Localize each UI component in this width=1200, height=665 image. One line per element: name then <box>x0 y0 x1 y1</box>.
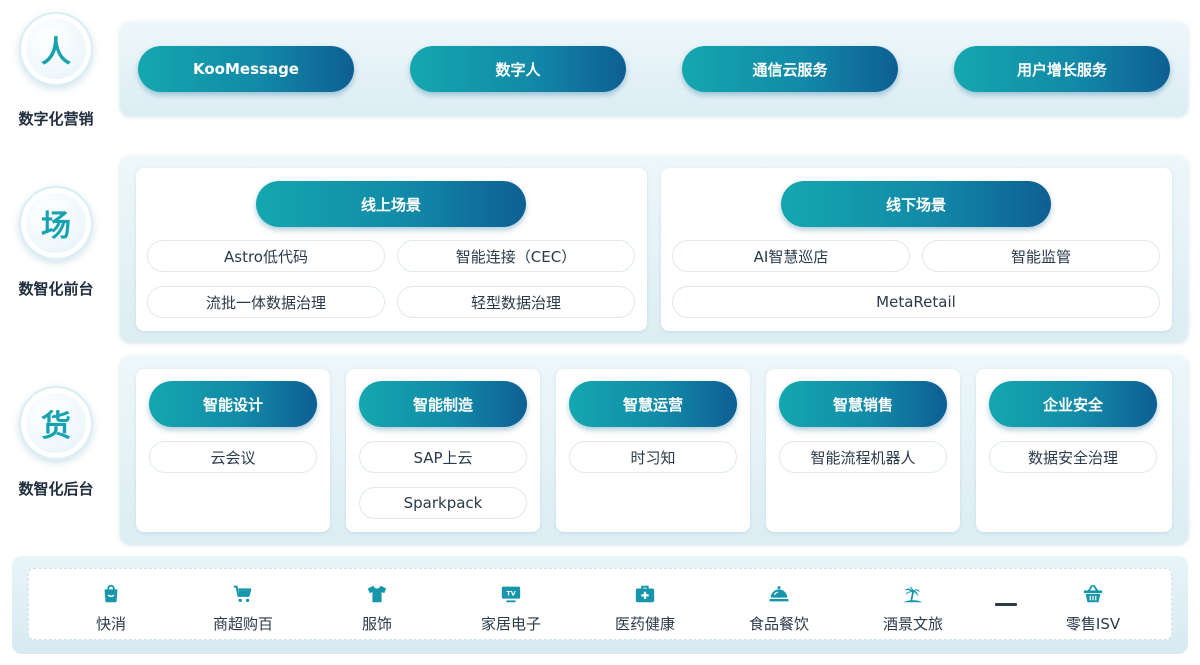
marketing-button[interactable]: 用户增长服务 <box>954 46 1170 92</box>
industries-panel: 快消 商超购百 服饰 TV 家居电子 医药健康 <box>12 556 1188 654</box>
backend-column: 智慧运营 时习知 <box>556 369 750 532</box>
backend-column: 企业安全 数据安全治理 <box>976 369 1172 532</box>
backend-column: 智能设计 云会议 <box>136 369 330 532</box>
industry-item[interactable]: 食品餐饮 <box>719 581 839 634</box>
online-chip[interactable]: 轻型数据治理 <box>397 286 635 318</box>
food-cloche-icon <box>719 581 839 607</box>
category-label: 数字化营销 <box>18 110 94 128</box>
backend-panel: 智能设计 云会议 智能制造 SAP上云 Sparkpack 智慧运营 时习知 智… <box>120 356 1188 544</box>
category-char: 场 <box>41 209 71 244</box>
svg-text:TV: TV <box>506 589 515 597</box>
category-label: 数智化后台 <box>18 480 94 498</box>
backend-title[interactable]: 企业安全 <box>989 381 1157 427</box>
backend-title[interactable]: 智慧销售 <box>779 381 947 427</box>
medical-kit-icon <box>585 581 705 607</box>
category-circle: 货 <box>19 386 93 460</box>
shopping-bag-icon <box>51 581 171 607</box>
category-label: 数智化前台 <box>18 280 94 298</box>
basket-icon <box>1033 581 1153 607</box>
backend-column: 智能制造 SAP上云 Sparkpack <box>346 369 540 532</box>
industry-item[interactable]: 商超购百 <box>183 581 303 634</box>
industry-label: 家居电子 <box>480 615 541 633</box>
online-chip[interactable]: 智能连接（CEC） <box>397 240 635 272</box>
tshirt-icon <box>317 581 437 607</box>
online-scene-title[interactable]: 线上场景 <box>256 181 526 227</box>
category-char: 货 <box>41 409 71 444</box>
offline-chip[interactable]: 智能监管 <box>922 240 1160 272</box>
marketing-panel: KooMessage 数字人 通信云服务 用户增长服务 <box>120 22 1188 116</box>
industry-item[interactable]: 服饰 <box>317 581 437 634</box>
offline-chip[interactable]: MetaRetail <box>672 286 1160 318</box>
backend-title[interactable]: 智能设计 <box>149 381 317 427</box>
industry-label: 酒景文旅 <box>882 615 943 633</box>
category-people: 人 数字化营销 <box>10 12 102 129</box>
online-chip[interactable]: Astro低代码 <box>147 240 385 272</box>
industry-item[interactable]: TV 家居电子 <box>451 581 571 634</box>
backend-title[interactable]: 智慧运营 <box>569 381 737 427</box>
offline-chip[interactable]: AI智慧巡店 <box>672 240 910 272</box>
category-scene: 场 数智化前台 <box>10 186 102 299</box>
industry-label: 零售ISV <box>1065 615 1121 633</box>
industry-item[interactable]: 零售ISV <box>1033 581 1153 634</box>
industry-item[interactable]: 酒景文旅 <box>853 581 973 634</box>
industry-label: 快消 <box>95 615 126 633</box>
frontend-panel: 线上场景 Astro低代码 智能连接（CEC） 流批一体数据治理 轻型数据治理 … <box>120 156 1188 342</box>
marketing-button[interactable]: 数字人 <box>410 46 626 92</box>
online-scene-card: 线上场景 Astro低代码 智能连接（CEC） 流批一体数据治理 轻型数据治理 <box>136 168 647 331</box>
backend-column: 智慧销售 智能流程机器人 <box>766 369 960 532</box>
category-char: 人 <box>41 35 71 70</box>
category-circle: 场 <box>19 186 93 260</box>
industry-label: 商超购百 <box>212 615 273 633</box>
backend-chip[interactable]: 智能流程机器人 <box>779 441 947 473</box>
shopping-cart-icon <box>183 581 303 607</box>
category-goods: 货 数智化后台 <box>10 386 102 499</box>
separator-dash <box>995 603 1017 606</box>
industry-label: 医药健康 <box>614 615 675 633</box>
offline-scene-card: 线下场景 AI智慧巡店 智能监管 MetaRetail <box>661 168 1172 331</box>
industries-strip: 快消 商超购百 服饰 TV 家居电子 医药健康 <box>28 568 1172 640</box>
backend-chip[interactable]: 时习知 <box>569 441 737 473</box>
industry-label: 服饰 <box>361 615 392 633</box>
category-circle: 人 <box>19 12 93 86</box>
backend-chip[interactable]: 云会议 <box>149 441 317 473</box>
tv-icon: TV <box>451 581 571 607</box>
marketing-button[interactable]: KooMessage <box>138 46 354 92</box>
offline-scene-title[interactable]: 线下场景 <box>781 181 1051 227</box>
online-chip[interactable]: 流批一体数据治理 <box>147 286 385 318</box>
backend-chip[interactable]: Sparkpack <box>359 487 527 519</box>
industry-label: 食品餐饮 <box>748 615 809 633</box>
palm-beach-icon <box>853 581 973 607</box>
marketing-button[interactable]: 通信云服务 <box>682 46 898 92</box>
industry-item[interactable]: 快消 <box>51 581 171 634</box>
backend-chip[interactable]: SAP上云 <box>359 441 527 473</box>
backend-chip[interactable]: 数据安全治理 <box>989 441 1157 473</box>
backend-title[interactable]: 智能制造 <box>359 381 527 427</box>
industry-item[interactable]: 医药健康 <box>585 581 705 634</box>
